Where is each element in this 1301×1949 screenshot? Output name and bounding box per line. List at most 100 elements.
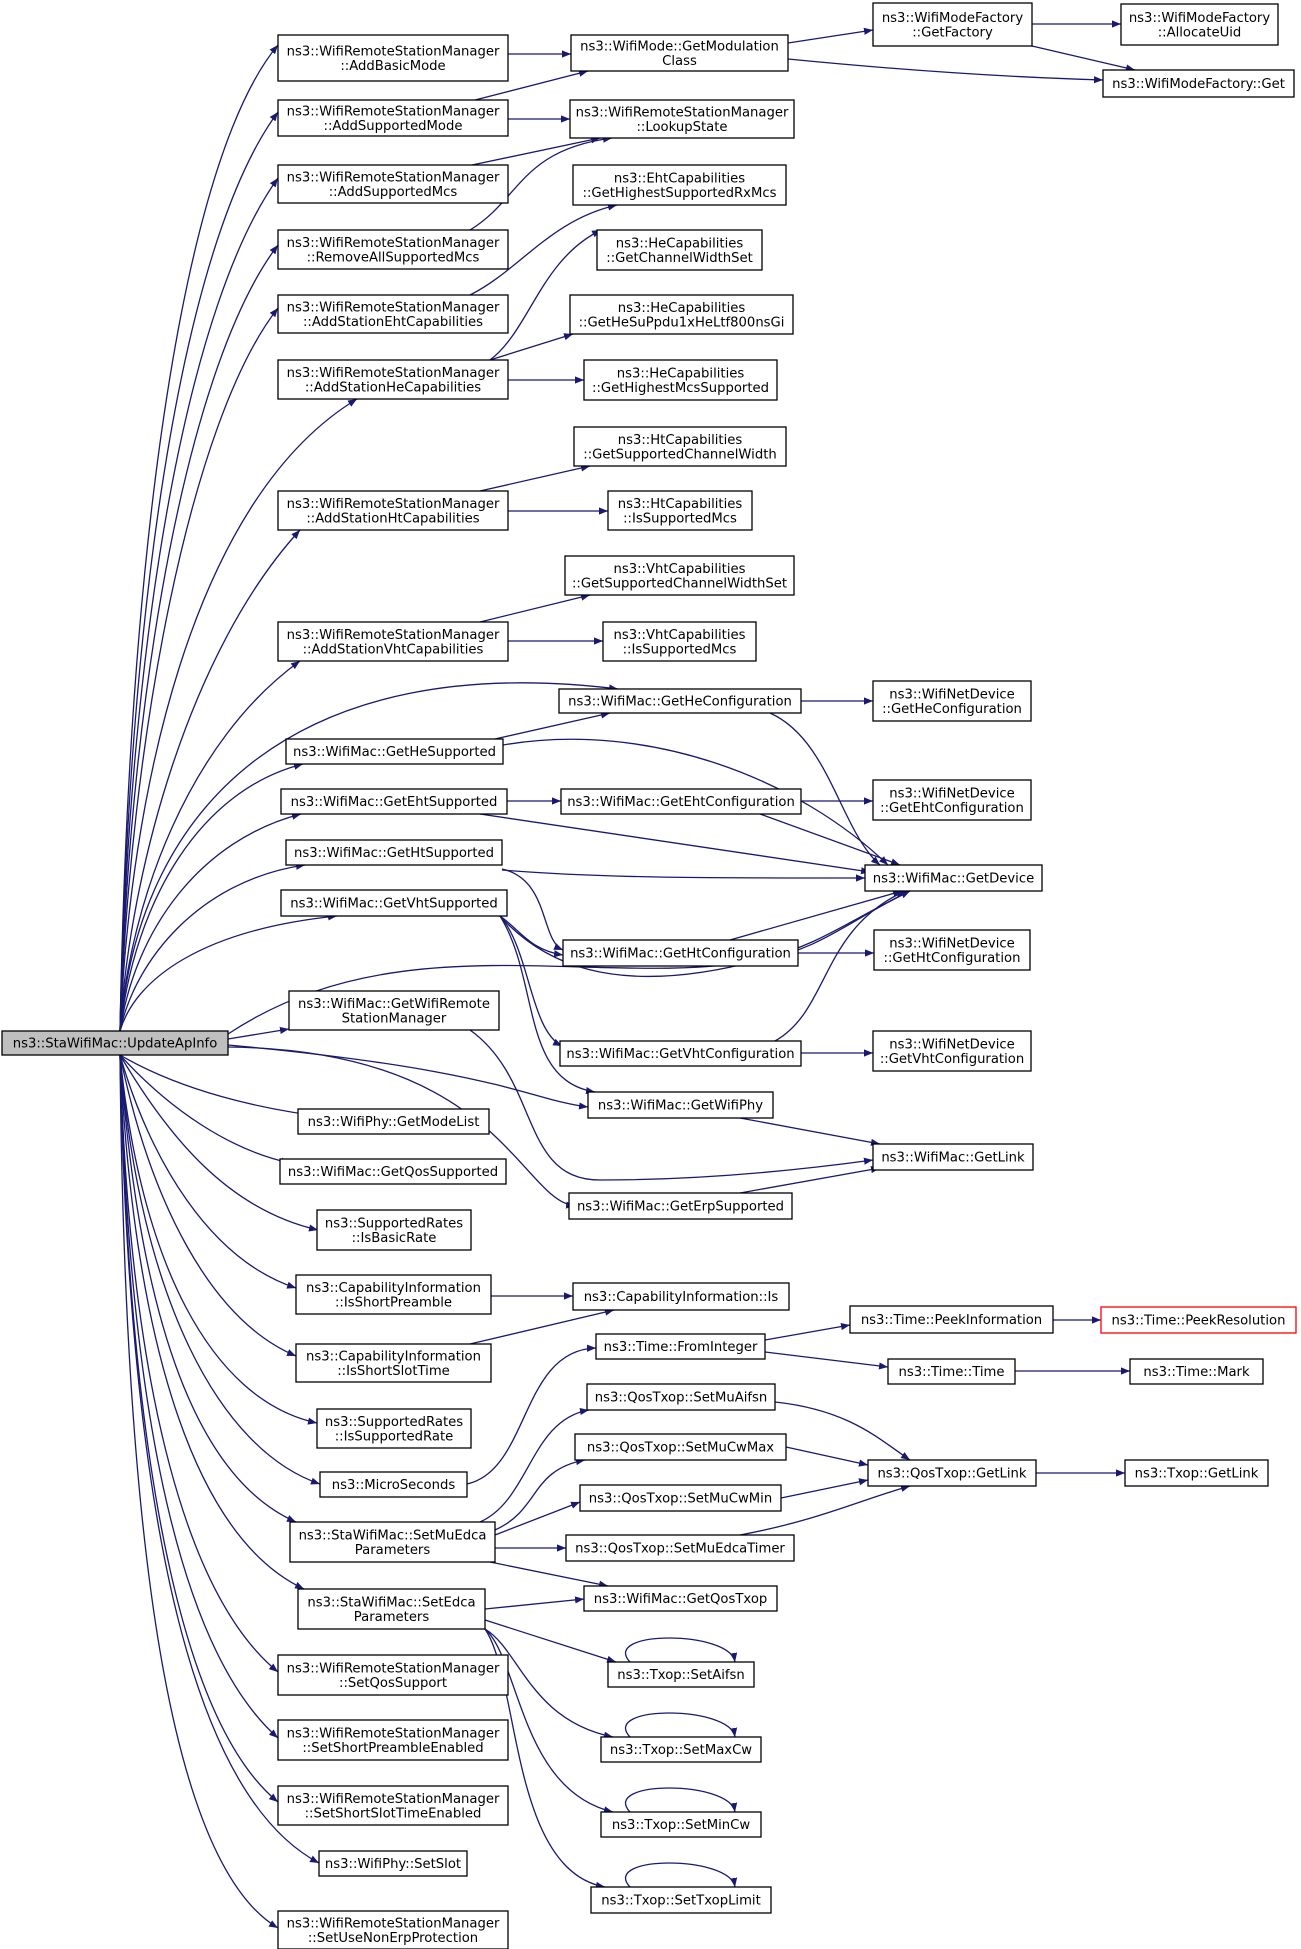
node-box — [586, 1383, 776, 1411]
graph-node-n24[interactable]: ns3::WifiMac::GetHeSupported — [285, 738, 504, 765]
node-box — [574, 1433, 787, 1461]
graph-node-n61[interactable]: ns3::Txop::SetAifsn — [607, 1661, 755, 1688]
graph-node-n44[interactable]: ns3::Time::PeekInformation — [849, 1305, 1054, 1334]
edge-n14-n11 — [489, 229, 602, 361]
graph-node-n17[interactable]: ns3::WifiRemoteStationManager::AddStatio… — [277, 490, 509, 531]
graph-node-n53[interactable]: ns3::QosTxop::GetLink — [867, 1459, 1037, 1487]
graph-node-n64[interactable]: ns3::Txop::SetMaxCw — [600, 1736, 762, 1763]
graph-node-n34[interactable]: ns3::WifiMac::GetVhtConfiguration — [559, 1040, 802, 1067]
edge-n60-n59 — [484, 1596, 585, 1610]
graph-node-n66[interactable]: ns3::Txop::SetMinCw — [600, 1811, 762, 1838]
edge-n36-n38 — [739, 1117, 881, 1146]
graph-node-n38[interactable]: ns3::WifiMac::GetLink — [872, 1143, 1034, 1171]
node-label-line: ns3::Txop::SetMinCw — [612, 1818, 751, 1833]
graph-node-n55[interactable]: ns3::MicroSeconds — [319, 1471, 468, 1498]
graph-node-n5[interactable]: ns3::WifiModeFactory::Get — [1102, 69, 1295, 98]
node-label-line: ::SetShortPreambleEnabled — [302, 1741, 483, 1756]
graph-node-n46[interactable]: ns3::Time::FromInteger — [595, 1333, 766, 1360]
graph-node-n42[interactable]: ns3::CapabilityInformation::IsShortPream… — [295, 1274, 492, 1315]
graph-node-n28[interactable]: ns3::WifiMac::GetHtSupported — [285, 839, 503, 866]
graph-node-n68[interactable]: ns3::Txop::SetTxopLimit — [590, 1886, 772, 1914]
graph-node-n32[interactable]: ns3::WifiNetDevice::GetHtConfiguration — [873, 929, 1031, 971]
node-label-line: ::IsSupportedMcs — [623, 642, 737, 657]
graph-node-n19[interactable]: ns3::VhtCapabilities::GetSupportedChanne… — [564, 555, 795, 596]
graph-node-n6[interactable]: ns3::WifiRemoteStationManager::AddSuppor… — [277, 99, 509, 137]
edge-n30-n29 — [499, 890, 911, 978]
graph-node-n1[interactable]: ns3::WifiRemoteStationManager::AddBasicM… — [277, 34, 509, 82]
graph-node-n7[interactable]: ns3::WifiRemoteStationManager::LookupSta… — [569, 99, 795, 139]
node-label-line: ns3::HeCapabilities — [616, 236, 744, 251]
graph-node-n43[interactable]: ns3::CapabilityInformation::Is — [572, 1282, 790, 1311]
graph-node-n11[interactable]: ns3::HeCapabilities::GetChannelWidthSet — [596, 229, 763, 271]
graph-node-n35[interactable]: ns3::WifiNetDevice::GetVhtConfiguration — [872, 1030, 1032, 1072]
node-label-line: ns3::HtCapabilities — [618, 433, 743, 448]
edge-n28-n31 — [501, 868, 564, 951]
graph-node-n41[interactable]: ns3::SupportedRates::IsBasicRate — [316, 1209, 472, 1251]
graph-node-n22[interactable]: ns3::WifiMac::GetHeConfiguration — [558, 688, 802, 714]
graph-node-n58[interactable]: ns3::QosTxop::SetMuEdcaTimer — [565, 1534, 795, 1562]
graph-node-n45[interactable]: ns3::Time::PeekResolution — [1100, 1306, 1297, 1334]
graph-node-n9[interactable]: ns3::EhtCapabilities::GetHighestSupporte… — [572, 164, 787, 206]
node-label-line: ns3::WifiMac::GetHtSupported — [294, 846, 494, 861]
node-label-line: ns3::WifiRemoteStationManager — [287, 366, 500, 381]
edge-n60-n64 — [484, 1628, 614, 1739]
graph-node-n16[interactable]: ns3::HtCapabilities::GetSupportedChannel… — [573, 426, 787, 467]
graph-node-n47[interactable]: ns3::CapabilityInformation::IsShortSlotT… — [295, 1343, 492, 1383]
node-label-line: ns3::WifiMac::GetWifiPhy — [598, 1099, 763, 1114]
graph-node-n0[interactable]: ns3::StaWifiMac::UpdateApInfo — [1, 1030, 229, 1056]
graph-node-n56[interactable]: ns3::QosTxop::SetMuCwMin — [579, 1484, 782, 1512]
node-label-line: ::RemoveAllSupportedMcs — [307, 250, 480, 265]
node-label-line: ns3::WifiModeFactory::Get — [1112, 77, 1285, 92]
graph-node-n13[interactable]: ns3::HeCapabilities::GetHeSuPpdu1xHeLtf8… — [569, 294, 794, 335]
graph-node-n26[interactable]: ns3::WifiMac::GetEhtConfiguration — [560, 788, 802, 815]
graph-node-n3[interactable]: ns3::WifiModeFactory::GetFactory — [872, 2, 1033, 47]
node-label-line: ns3::WifiModeFactory — [882, 11, 1024, 26]
graph-node-n10[interactable]: ns3::WifiRemoteStationManager::RemoveAll… — [277, 229, 509, 270]
graph-node-n18[interactable]: ns3::HtCapabilities::IsSupportedMcs — [607, 490, 753, 531]
graph-node-n50[interactable]: ns3::QosTxop::SetMuAifsn — [586, 1383, 776, 1411]
graph-node-n54[interactable]: ns3::Txop::GetLink — [1124, 1459, 1269, 1487]
edge-n0-n1 — [119, 44, 279, 1032]
graph-node-n14[interactable]: ns3::WifiRemoteStationManager::AddStatio… — [277, 359, 509, 400]
graph-node-n36[interactable]: ns3::WifiMac::GetWifiPhy — [587, 1091, 774, 1119]
graph-node-n27[interactable]: ns3::WifiNetDevice::GetEhtConfiguration — [872, 779, 1032, 821]
graph-node-n39[interactable]: ns3::WifiMac::GetQosSupported — [279, 1158, 507, 1185]
graph-node-n30[interactable]: ns3::WifiMac::GetVhtSupported — [280, 889, 508, 917]
graph-node-n67[interactable]: ns3::WifiPhy::SetSlot — [318, 1850, 468, 1877]
node-label-line: ns3::WifiMac::GetErpSupported — [577, 1200, 784, 1215]
graph-node-n31[interactable]: ns3::WifiMac::GetHtConfiguration — [562, 939, 799, 967]
graph-node-n40[interactable]: ns3::WifiMac::GetErpSupported — [568, 1192, 793, 1220]
node-label-line: ns3::WifiRemoteStationManager — [287, 1661, 500, 1676]
graph-node-n65[interactable]: ns3::WifiRemoteStationManager::SetShortS… — [277, 1785, 509, 1826]
edge-n30-n36 — [499, 915, 596, 1095]
graph-node-n29[interactable]: ns3::WifiMac::GetDevice — [864, 864, 1043, 892]
graph-node-n21[interactable]: ns3::VhtCapabilities::IsSupportedMcs — [602, 621, 757, 662]
graph-node-n33[interactable]: ns3::WifiMac::GetWifiRemoteStationManage… — [288, 990, 500, 1031]
graph-node-n20[interactable]: ns3::WifiRemoteStationManager::AddStatio… — [277, 621, 509, 662]
graph-node-n59[interactable]: ns3::WifiMac::GetQosTxop — [583, 1585, 778, 1612]
edge-n24-n29 — [502, 738, 889, 866]
graph-node-n48[interactable]: ns3::Time::Time — [887, 1358, 1016, 1385]
graph-node-n69[interactable]: ns3::WifiRemoteStationManager::SetUseNon… — [277, 1910, 509, 1949]
node-label-line: ns3::WifiRemoteStationManager — [576, 105, 789, 120]
edge-n0-n8 — [119, 177, 279, 1032]
graph-node-n52[interactable]: ns3::QosTxop::SetMuCwMax — [574, 1433, 787, 1461]
graph-node-n63[interactable]: ns3::WifiRemoteStationManager::SetShortP… — [277, 1719, 509, 1761]
node-label-line: ns3::QosTxop::GetLink — [877, 1467, 1026, 1482]
node-label-line: ns3::Txop::GetLink — [1135, 1467, 1259, 1482]
node-label-line: ns3::QosTxop::SetMuCwMin — [589, 1492, 772, 1507]
graph-node-n8[interactable]: ns3::WifiRemoteStationManager::AddSuppor… — [277, 164, 509, 204]
graph-node-n62[interactable]: ns3::WifiRemoteStationManager::SetQosSup… — [277, 1654, 509, 1696]
graph-node-n15[interactable]: ns3::HeCapabilities::GetHighestMcsSuppor… — [583, 359, 778, 401]
node-label-line: ns3::SupportedRates — [325, 1415, 463, 1430]
graph-node-n12[interactable]: ns3::WifiRemoteStationManager::AddStatio… — [277, 294, 509, 334]
graph-node-n25[interactable]: ns3::WifiMac::GetEhtSupported — [280, 788, 508, 815]
graph-node-n23[interactable]: ns3::WifiNetDevice::GetHeConfiguration — [872, 680, 1032, 722]
graph-node-n51[interactable]: ns3::SupportedRates::IsSupportedRate — [316, 1408, 472, 1449]
graph-node-n37[interactable]: ns3::WifiPhy::GetModeList — [297, 1108, 490, 1135]
graph-node-n49[interactable]: ns3::Time::Mark — [1129, 1358, 1264, 1385]
graph-node-n4[interactable]: ns3::WifiModeFactory::AllocateUid — [1120, 3, 1279, 46]
